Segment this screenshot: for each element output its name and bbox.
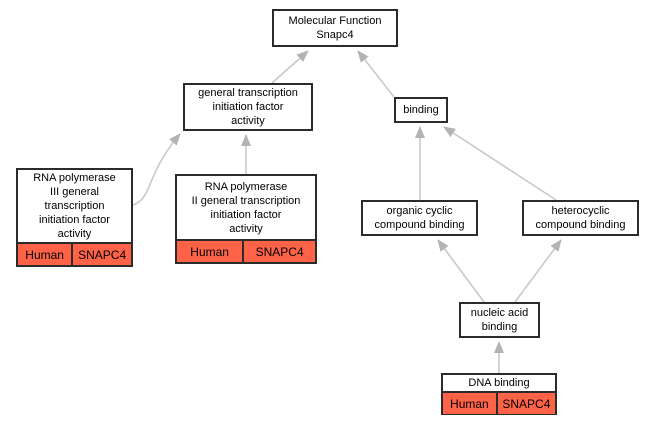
node-organic-cyclic-label: organic cyclic compound binding [374, 205, 465, 231]
node-dna-binding[interactable]: DNA binding Human SNAPC4 [441, 373, 557, 415]
node-nucleic-acid-label: nucleic acid binding [470, 307, 529, 333]
edge-heterocyclic-to-binding [443, 126, 557, 201]
node-dna-binding-label: DNA binding [468, 377, 530, 389]
node-molecular-function-label: Molecular Function Snapc4 [288, 15, 382, 41]
tag-organism: Human [177, 241, 243, 262]
node-nucleic-acid-binding[interactable]: nucleic acid binding [459, 302, 540, 338]
node-organic-cyclic-compound-binding[interactable]: organic cyclic compound binding [361, 200, 478, 236]
edge-general-transcription-to-molecular-function [271, 50, 309, 84]
tag-row: Human SNAPC4 [443, 391, 555, 414]
tag-organism: Human [443, 393, 496, 414]
node-binding-label: binding [403, 104, 439, 116]
tag-gene: SNAPC4 [242, 241, 315, 262]
node-general-transcription-label: general transcription initiation factor … [198, 87, 298, 127]
tag-gene: SNAPC4 [495, 393, 555, 414]
tag-organism: Human [18, 244, 72, 265]
node-rna-polymerase-iii-general-transcription-initiation-factor-activity[interactable]: RNA polymerase III general transcription… [16, 168, 133, 267]
node-rna-pol-ii-label: RNA polymerase II general transcription … [191, 180, 301, 235]
edge-nucleic-acid-to-organic-cyclic [437, 239, 485, 303]
node-molecular-function[interactable]: Molecular Function Snapc4 [272, 9, 398, 47]
node-rna-polymerase-ii-general-transcription-initiation-factor-activity[interactable]: RNA polymerase II general transcription … [175, 174, 317, 264]
tag-gene: SNAPC4 [71, 244, 131, 265]
node-binding[interactable]: binding [394, 97, 448, 123]
node-heterocyclic-label: heterocyclic compound binding [535, 205, 626, 231]
node-rna-pol-iii-label: RNA polymerase III general transcription… [33, 172, 116, 240]
edge-binding-to-molecular-function [357, 50, 395, 98]
node-general-transcription-initiation-factor-activity[interactable]: general transcription initiation factor … [183, 83, 313, 131]
node-heterocyclic-compound-binding[interactable]: heterocyclic compound binding [522, 200, 639, 236]
edge-nucleic-acid-to-heterocyclic [514, 239, 562, 303]
tag-row: Human SNAPC4 [18, 242, 131, 265]
tag-row: Human SNAPC4 [177, 239, 315, 262]
edge-rna-pol-iii-to-general-transcription [132, 133, 181, 206]
